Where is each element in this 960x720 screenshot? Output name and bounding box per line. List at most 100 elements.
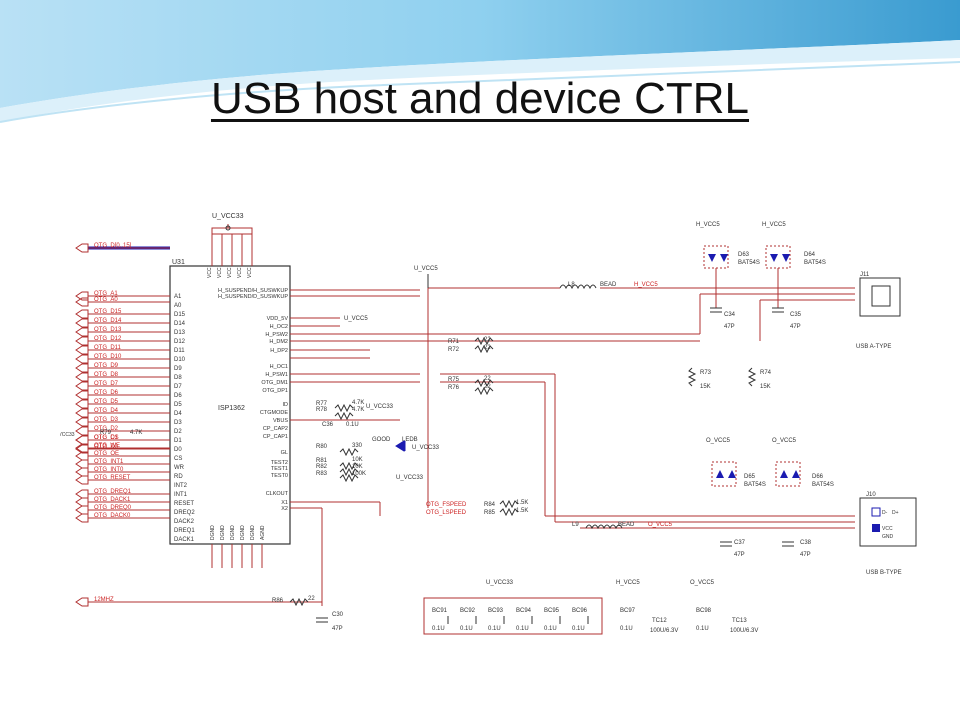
bc97-value: 0.1U — [620, 626, 633, 632]
r82-ref: R82 — [316, 464, 328, 470]
r82-value: 10K — [352, 464, 363, 470]
ic-right-pin-label: H_OC1 — [270, 364, 288, 370]
tc13-ref: TC13 — [732, 618, 747, 624]
net-label: OTG_D[0..15] — [94, 243, 132, 249]
ic-right-pin-label: TEST2 — [271, 460, 288, 466]
bc95-value: 0.1U — [544, 626, 557, 632]
c36-ref: C36 — [322, 422, 334, 428]
ic-right-pin-label: H_PSW2 — [265, 332, 288, 338]
c37-ref: C37 — [734, 540, 746, 546]
ic-bottom-pin-label: DGND — [220, 525, 226, 540]
net-label: OTG_D0 — [94, 444, 119, 450]
ic-right-pin-label: X1 — [281, 500, 288, 506]
d65-diode-icon — [711, 461, 737, 487]
ic-right-pin-label: X2 — [281, 506, 288, 512]
net-label: OTG_CS — [94, 435, 119, 441]
net-h-vcc5-bypass: H_VCC5 — [616, 580, 640, 586]
r75-value: 22 — [484, 376, 491, 382]
l9-ref: L9 — [572, 522, 579, 528]
ic-left-pin-label: A1 — [174, 294, 182, 300]
bc92-ref: BC92 — [460, 608, 476, 614]
net-label: OTG_D8 — [94, 372, 119, 378]
net-label: OTG_DREQ1 — [94, 489, 132, 495]
l8-value: BEAD — [600, 282, 617, 288]
ic-right-pins: H_SUSPEND/H_SUSWKUPH_SUSPEND/D_SUSWKUPVD… — [218, 288, 289, 512]
ic-top-pin-label: VCC — [217, 267, 223, 278]
r83-value: 100K — [352, 471, 366, 477]
r72-value: 22 — [484, 345, 491, 351]
r85-value: 1.5K — [516, 508, 528, 514]
net-u-vcc33-left: U_VCC33 — [60, 432, 75, 438]
r71-ref: R71 — [448, 339, 460, 345]
net-h-vcc5-2: H_VCC5 — [762, 222, 786, 228]
r78-ref: R78 — [316, 407, 328, 413]
ic-right-pin-label: VDD_5V — [267, 316, 289, 322]
bc96-value: 0.1U — [572, 626, 585, 632]
ic-top-pin-label: VCC — [237, 267, 243, 278]
bc98-value: 0.1U — [696, 626, 709, 632]
net-label: OTG_D9 — [94, 363, 119, 369]
net-u-vcc33-led: U_VCC33 — [412, 445, 440, 451]
bc91-value: 0.1U — [432, 626, 445, 632]
ic-right-pin-label: H_SUSPEND/H_SUSWKUP — [218, 288, 288, 294]
net-label: OTG_D6 — [94, 390, 119, 396]
r84-value: 1.5K — [516, 500, 528, 506]
c34-value: 47P — [724, 324, 735, 330]
ic-left-pin-label: DACK1 — [174, 537, 195, 543]
j10-dplus: D+ — [892, 510, 899, 516]
net-label: OTG_D2 — [94, 426, 119, 432]
net-label: OTG_D11 — [94, 345, 122, 351]
bc97-ref: BC97 — [620, 608, 636, 614]
ic-left-pin-label: D7 — [174, 384, 182, 390]
ic-right-pin-label: OTG_DP1 — [262, 388, 288, 394]
usb-b-connector: J10 D- D+ VCC GND USB B-TYPE — [859, 492, 917, 576]
tc12-value: 100U/6.3V — [650, 628, 678, 634]
net-label: OTG_DREQ0 — [94, 505, 132, 511]
net-label: OTG_A1 — [94, 291, 118, 297]
net-label: OTG_D12 — [94, 336, 122, 342]
ic-right-pin-label: CP_CAP2 — [263, 426, 288, 432]
ic-left-pin-label: D9 — [174, 366, 182, 372]
j10-type: USB B-TYPE — [866, 570, 902, 576]
r73-ref: R73 — [700, 370, 712, 376]
r71-value: 22 — [484, 337, 491, 343]
c34-ref: C34 — [724, 312, 736, 318]
net-label: OTG_DACK0 — [94, 513, 131, 519]
ic-left-pin-label: D10 — [174, 357, 186, 363]
net-label: 12MHZ — [94, 597, 114, 603]
ic-right-pin-label: CLKOUT — [266, 491, 289, 497]
ic-left-pin-label: RESET — [174, 501, 194, 507]
ic-right-pin-label: CTGMODE — [260, 410, 288, 416]
ic-bottom-pin-label: DGND — [230, 525, 236, 540]
r83-ref: R83 — [316, 471, 328, 477]
net-label: OTG_A0 — [94, 297, 118, 303]
c38-ref: C38 — [800, 540, 812, 546]
ic-left-pin-label: D12 — [174, 339, 186, 345]
ic-left-pin-label: WR — [174, 465, 185, 471]
ic-left-pin-label: D1 — [174, 438, 182, 444]
ic-left-pin-label: RD — [174, 474, 183, 480]
c35-capacitor-icon — [772, 307, 784, 313]
r75-ref: R75 — [448, 377, 460, 383]
net-label: OTG_D15 — [94, 309, 122, 315]
bc94-value: 0.1U — [516, 626, 529, 632]
r73-value: 15K — [700, 384, 711, 390]
d66-value: BAT54S — [812, 482, 834, 488]
bc91-ref: BC91 — [432, 608, 448, 614]
r78-value: 4.7K — [352, 407, 364, 413]
l9-inductor-icon — [585, 524, 623, 530]
bypass-capacitors: BC910.1UBC920.1UBC930.1UBC940.1UBC950.1U… — [432, 608, 589, 632]
net-label: OTG_D7 — [94, 381, 119, 387]
net-u-vcc33-top: U_VCC33 — [212, 213, 244, 220]
slide-title-text: USB host and device CTRL — [210, 74, 750, 123]
d64-ref: D64 — [804, 252, 816, 258]
ic-right-pin-label: VBUS — [273, 418, 288, 424]
ic-right-pin-label: TEST1 — [271, 466, 288, 472]
usb-a-connector: J11 USB A-TYPE — [856, 272, 901, 350]
bc92-value: 0.1U — [460, 626, 473, 632]
ic-left-pin-label: D14 — [174, 321, 186, 327]
net-o-vcc5-1: O_VCC5 — [706, 438, 731, 444]
